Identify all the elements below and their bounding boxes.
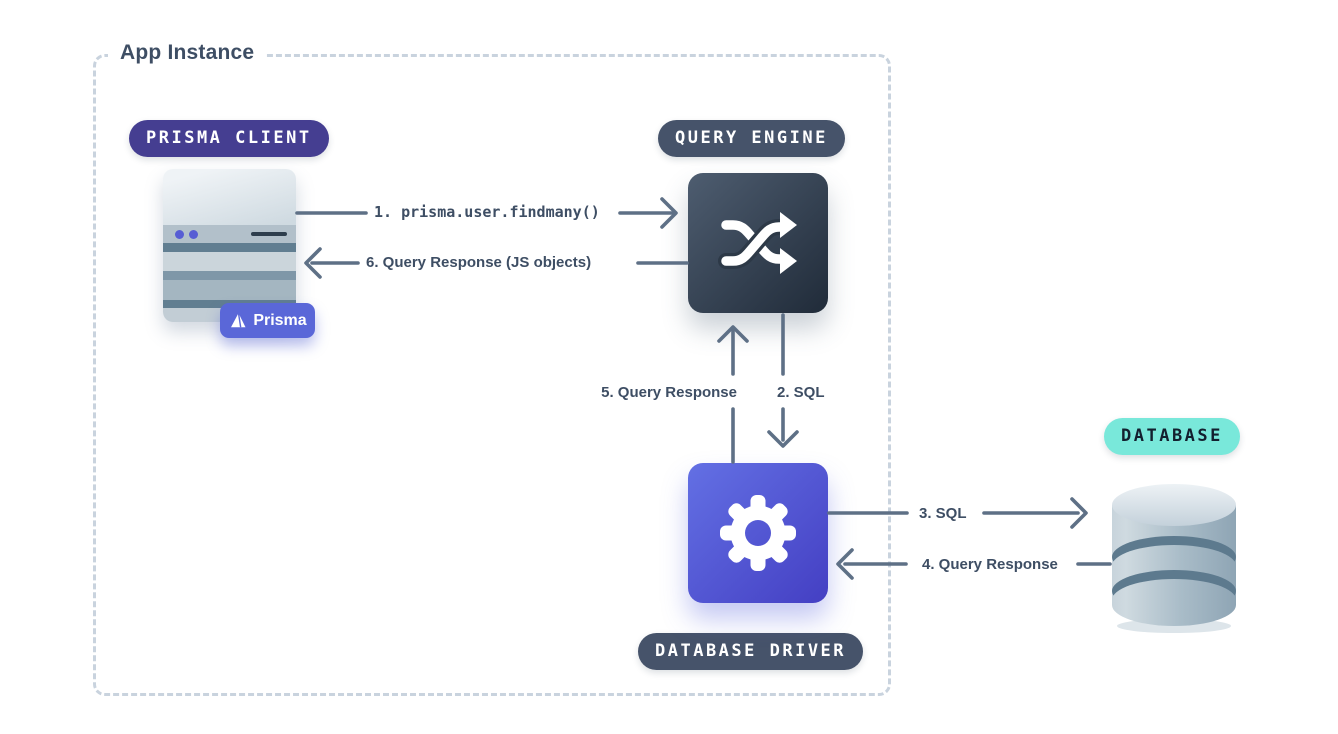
server-led-row (163, 225, 296, 243)
prisma-logo-icon (231, 312, 246, 327)
flow-label-step1: 1. prisma.user.findmany() (374, 203, 600, 221)
server-stripe (163, 252, 296, 271)
query-engine-box (688, 173, 828, 313)
server-led-icon (175, 229, 184, 239)
prisma-logo-label: Prisma (253, 311, 307, 329)
arrow-right-icon (1070, 497, 1088, 529)
gear-icon (688, 463, 828, 603)
flow-label-step3: 3. SQL (919, 505, 967, 522)
server-icon (163, 169, 296, 322)
flow-label-step4: 4. Query Response (922, 556, 1058, 573)
database-badge-label: DATABASE (1121, 426, 1223, 446)
flow-label-step6: 6. Query Response (JS objects) (366, 254, 592, 271)
query-engine-badge: QUERY ENGINE (658, 120, 845, 157)
prisma-client-badge: PRISMA CLIENT (129, 120, 329, 157)
query-engine-badge-label: QUERY ENGINE (675, 128, 828, 148)
server-stripe (163, 271, 296, 280)
flow-label-step5: 5. Query Response (601, 384, 737, 401)
flow-label-step2: 2. SQL (777, 384, 825, 401)
server-stripe (163, 243, 296, 252)
prisma-client-badge-label: PRISMA CLIENT (146, 128, 312, 148)
app-instance-title: App Instance (108, 41, 267, 65)
database-driver-badge: DATABASE DRIVER (638, 633, 864, 670)
prisma-logo-badge: Prisma (220, 303, 315, 338)
database-badge: DATABASE (1104, 418, 1240, 455)
database-icon (1105, 473, 1243, 635)
server-led-icon (189, 229, 198, 239)
database-driver-box (688, 463, 828, 603)
app-instance-boundary (93, 54, 891, 696)
database-driver-badge-label: DATABASE DRIVER (655, 641, 847, 661)
shuffle-icon (688, 173, 828, 313)
server-vent-icon (251, 232, 287, 236)
server-stripe (163, 280, 296, 300)
server-top-panel (163, 169, 296, 225)
